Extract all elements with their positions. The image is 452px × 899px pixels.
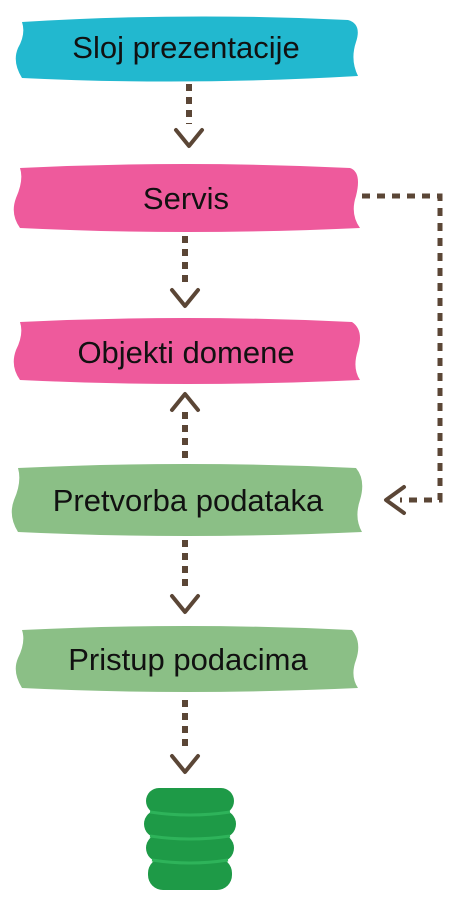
arrow-head-down-icon — [170, 754, 200, 774]
arrow-head-down-icon — [174, 128, 204, 148]
layer-label: Pretvorba podataka — [53, 483, 324, 518]
layer-shape — [11, 464, 363, 536]
arrow-access-to-database — [170, 700, 200, 774]
layer-pretvorba-podataka: Pretvorba podataka — [11, 464, 363, 536]
layer-label: Pristup podacima — [68, 642, 308, 677]
arrow-presentation-to-service — [174, 84, 204, 148]
layer-label: Servis — [143, 181, 229, 216]
arrow-service-to-domain — [170, 236, 200, 308]
layer-label: Objekti domene — [77, 335, 294, 370]
arrow-service-to-conversion — [362, 193, 443, 515]
arrow-head-down-icon — [170, 288, 200, 308]
layer-sloj-prezentacije: Sloj prezentacije — [15, 16, 358, 82]
arrow-head-down-icon — [170, 594, 200, 614]
arrow-conversion-to-access — [170, 540, 200, 614]
layer-shape — [13, 318, 360, 384]
layer-label: Sloj prezentacije — [72, 30, 299, 65]
layer-shape — [15, 626, 359, 692]
layer-objekti-domene: Objekti domene — [13, 318, 360, 384]
layer-shape — [13, 164, 360, 232]
arrow-head-up-icon — [170, 392, 200, 412]
arrow-head-left-icon — [384, 485, 406, 515]
arrow-conversion-to-domain — [170, 392, 200, 462]
layer-shape — [15, 16, 358, 82]
layer-servis: Servis — [13, 164, 360, 232]
layer-pristup-podacima: Pristup podacima — [15, 626, 359, 692]
database-icon — [144, 788, 236, 890]
